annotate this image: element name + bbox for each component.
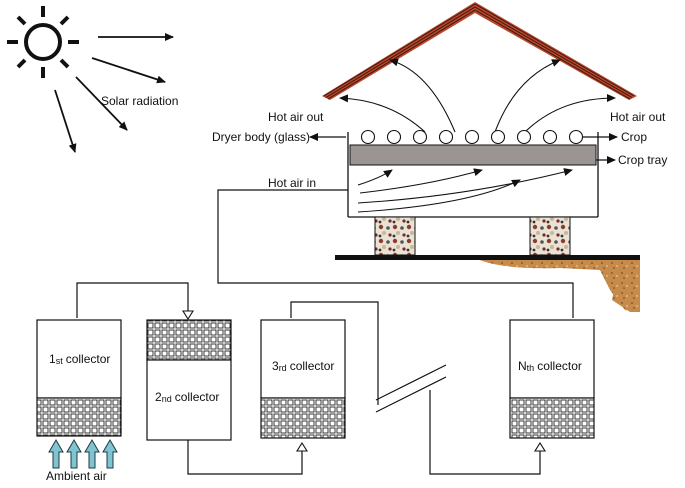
solar-radiation-label: Solar radiation <box>101 94 178 108</box>
collector-3-word: collector <box>290 359 335 373</box>
ambient-air-arrows <box>48 439 118 469</box>
crop-items <box>360 129 584 145</box>
hot-air-out-arrows <box>339 58 616 133</box>
hot-air-in-label: Hot air in <box>268 176 316 190</box>
collector-3-suffix: rd <box>279 363 287 373</box>
collector-2-number: 2 <box>155 390 162 404</box>
hot-air-out-right-label: Hot air out <box>610 110 666 124</box>
collector-1-suffix: st <box>56 356 64 366</box>
dryer-leg-right <box>529 216 571 256</box>
dryer-leg-left <box>374 216 416 256</box>
inlet-arrows <box>182 310 546 452</box>
collector-n-word: collector <box>537 359 582 373</box>
collector-2-word: collector <box>175 390 220 404</box>
ambient-air-label: Ambient air <box>46 469 107 483</box>
dryer-roof <box>322 2 637 100</box>
collector-2-suffix: nd <box>162 394 172 404</box>
sun-icon <box>7 6 79 78</box>
hot-air-in-arrows <box>357 168 573 213</box>
hot-air-out-left-label: Hot air out <box>268 110 324 124</box>
collector-3-number: 3 <box>272 359 279 373</box>
collector-n-number: N <box>518 359 527 373</box>
collector-n-suffix: th <box>527 363 535 373</box>
crop-tray-label: Crop tray <box>618 153 667 167</box>
dryer-body-label: Dryer body (glass) <box>212 130 310 144</box>
collector-1-number: 1 <box>49 352 56 366</box>
collector-1-word: collector <box>66 352 111 366</box>
air-duct-lines <box>76 189 574 475</box>
ground <box>335 255 640 312</box>
crop-label: Crop <box>621 130 647 144</box>
solar-radiation-arrows <box>54 33 174 153</box>
crop-tray <box>349 144 597 166</box>
